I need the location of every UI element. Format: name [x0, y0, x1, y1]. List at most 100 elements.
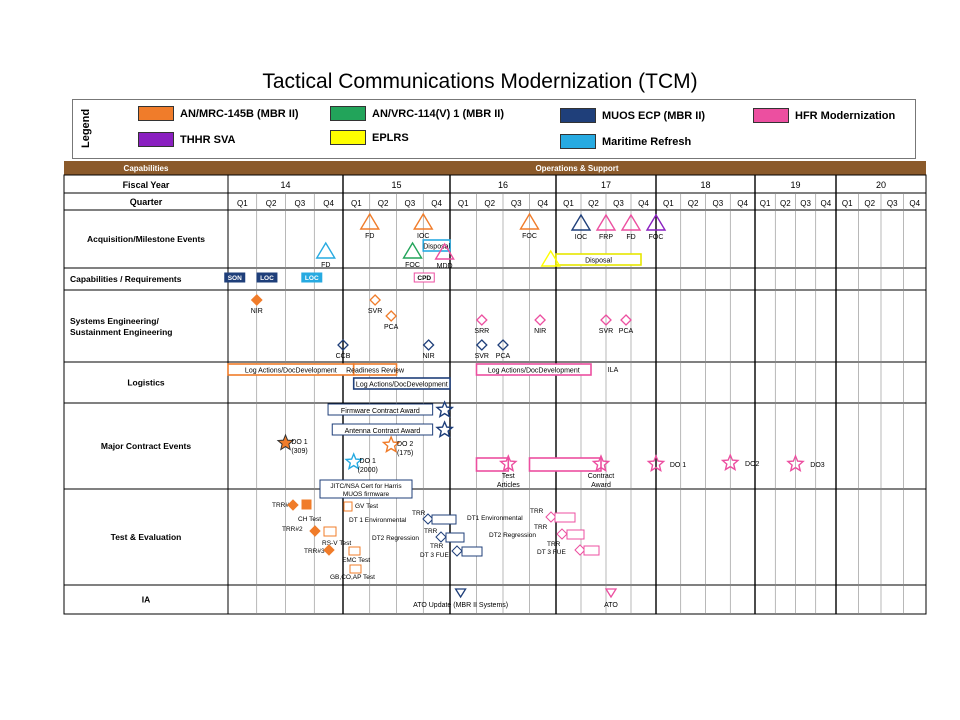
- contract-event-label: DO 1: [670, 462, 686, 469]
- gantt-bar: [528, 457, 602, 472]
- legend-swatch: [138, 106, 174, 121]
- te-label: TRR#1: [272, 502, 293, 509]
- quarter-label: Q4: [909, 199, 920, 208]
- milestone-triangle: [315, 241, 336, 259]
- fiscal-year-label: 18: [700, 180, 710, 190]
- row-label: Test & Evaluation: [111, 532, 182, 542]
- quarter-label: Q2: [864, 199, 875, 208]
- requirement-box: [256, 272, 278, 283]
- quarter-label: Q2: [266, 199, 277, 208]
- gantt-bar: [422, 239, 451, 252]
- header-capabilities: Capabilities: [124, 164, 169, 173]
- quarter-heading: Quarter: [130, 197, 163, 207]
- quarter-label: Q4: [638, 199, 649, 208]
- engineering-diamond: [385, 310, 398, 322]
- engineering-diamond: [369, 294, 382, 306]
- quarter-label: Q2: [588, 199, 599, 208]
- milestone-triangle: [413, 212, 434, 230]
- te-diamond: [422, 513, 434, 525]
- milestone-label: FD: [365, 233, 374, 240]
- te-square: [349, 564, 362, 574]
- te-label: TRR#3: [304, 548, 325, 555]
- te-diamond: [287, 499, 299, 511]
- te-label: RS-V Test: [322, 540, 351, 547]
- ia-marker: [604, 588, 618, 599]
- contract-event-label: DO3: [810, 462, 825, 469]
- te-label: DT 1 Environmental: [349, 517, 407, 524]
- milestone-triangle: [402, 241, 423, 259]
- quarter-label: Q2: [378, 199, 389, 208]
- te-bar: [566, 529, 585, 540]
- te-label: TRR: [547, 541, 561, 548]
- engineering-diamond: [475, 314, 488, 326]
- quarter-label: Q1: [842, 199, 853, 208]
- te-bar: [461, 546, 483, 557]
- legend-item: MUOS ECP (MBR II): [560, 108, 705, 123]
- te-label: DT1 Environmental: [467, 515, 523, 522]
- milestone-triangle: [595, 213, 617, 231]
- te-bar: [554, 512, 576, 523]
- contract-star: [344, 452, 364, 470]
- te-label: TRR#2: [282, 526, 303, 533]
- gantt-bar: [475, 363, 592, 376]
- gantt-bar: [352, 377, 451, 390]
- legend-item-label: Maritime Refresh: [602, 135, 692, 148]
- gantt-bar: [352, 363, 398, 376]
- contract-award-box: [331, 423, 434, 436]
- te-label: GB,CO,AP Test: [330, 574, 375, 581]
- contract-event-label: Test: [502, 473, 515, 480]
- legend-item-label: AN/MRC-145B (MBR II): [180, 107, 299, 120]
- fiscal-year-label: 14: [280, 180, 290, 190]
- quarter-label: Q3: [613, 199, 624, 208]
- requirement-box: [301, 272, 323, 283]
- fiscal-year-heading: Fiscal Year: [123, 180, 170, 190]
- ia-marker: [454, 588, 467, 599]
- quarter-label: Q4: [537, 199, 548, 208]
- legend-item: AN/MRC-145B (MBR II): [138, 106, 299, 121]
- row-label: Acquisition/Milestone Events: [87, 234, 205, 244]
- contract-star: [435, 420, 455, 438]
- legend-item-label: THHR SVA: [180, 133, 236, 146]
- engineering-label: SVR: [599, 328, 613, 335]
- engineering-diamond: [620, 314, 632, 326]
- legend-item-label: HFR Modernization: [795, 109, 896, 122]
- te-label: EMC Test: [342, 557, 370, 564]
- contract-award-box: [327, 403, 434, 416]
- te-diamond: [574, 544, 586, 556]
- milestone-label: FOC: [649, 234, 664, 241]
- quarter-label: Q1: [563, 199, 574, 208]
- contract-event-label: (175): [397, 450, 413, 457]
- contract-star: [498, 454, 518, 472]
- te-label: MUOS firmware: [343, 491, 390, 498]
- contract-star: [786, 454, 805, 472]
- legend-item: Maritime Refresh: [560, 134, 691, 149]
- quarter-label: Q3: [887, 199, 898, 208]
- requirement-label: CPD: [417, 275, 431, 282]
- quarter-label: Q1: [760, 199, 771, 208]
- te-diamond: [323, 544, 335, 556]
- legend-item-label: AN/VRC-114(V) 1 (MBR II): [372, 107, 505, 120]
- milestone-triangle: [519, 212, 540, 230]
- gantt-bar-label: Log Actions/DocDevelopment: [356, 382, 448, 389]
- legend-swatch: [330, 130, 366, 145]
- te-diamond: [451, 545, 463, 557]
- contract-event-label: (309): [291, 448, 307, 455]
- row-label: Systems Engineering/: [70, 316, 159, 326]
- header-bar: [64, 161, 926, 175]
- engineering-diamond: [497, 339, 509, 351]
- quarter-label: Q1: [351, 199, 362, 208]
- te-label: TRR: [430, 543, 444, 550]
- legend-swatch: [753, 108, 789, 123]
- te-square: [348, 546, 361, 556]
- legend-swatch: [330, 106, 366, 121]
- contract-star: [591, 454, 611, 472]
- gantt-bar-label: Disposal: [423, 244, 450, 251]
- te-bar: [431, 514, 457, 525]
- legend-swatch: [560, 108, 596, 123]
- te-square: [343, 501, 353, 512]
- engineering-label: PCA: [619, 328, 634, 335]
- milestone-label: IOC: [417, 233, 429, 240]
- engineering-label: NIR: [423, 353, 435, 360]
- te-label: DT2 Regression: [489, 532, 536, 539]
